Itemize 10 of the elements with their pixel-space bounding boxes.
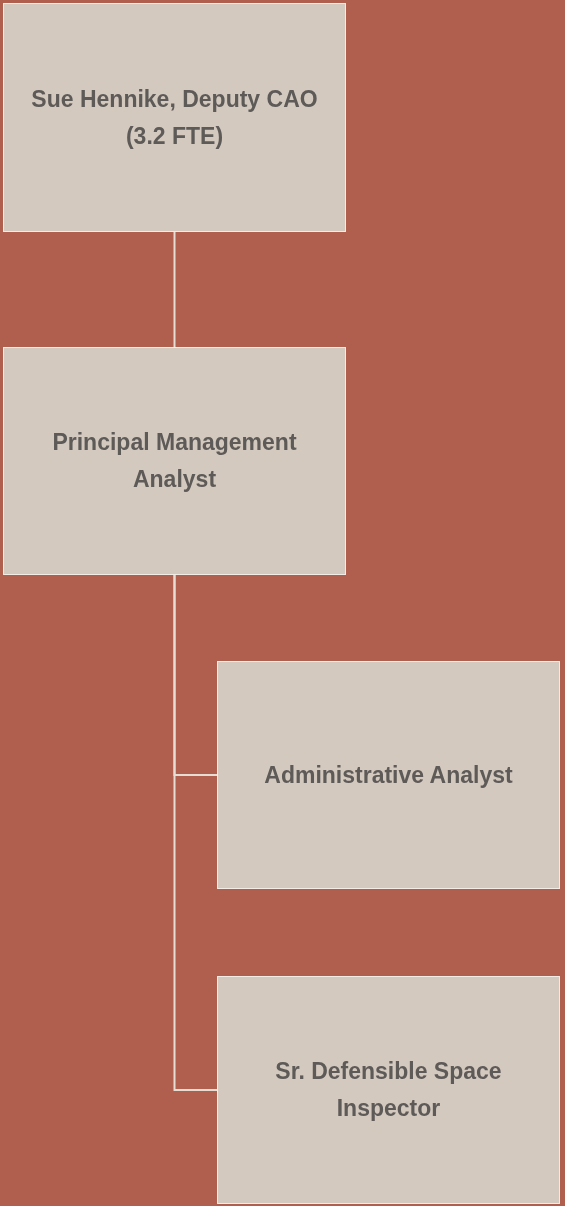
position-title: Sue Hennike, Deputy CAO (3.2 FTE): [30, 84, 319, 151]
position-box: [217, 661, 560, 889]
position-box: [3, 347, 346, 575]
position-title: Sr. Defensible Space Inspector: [274, 1057, 503, 1123]
position-title: Principal Management Analyst: [51, 428, 298, 494]
position-box: [3, 3, 346, 232]
position-title: Administrative Analyst: [263, 760, 514, 790]
position-box: [217, 976, 560, 1204]
connector-line: [173, 574, 218, 1091]
connector-line: [173, 231, 176, 348]
